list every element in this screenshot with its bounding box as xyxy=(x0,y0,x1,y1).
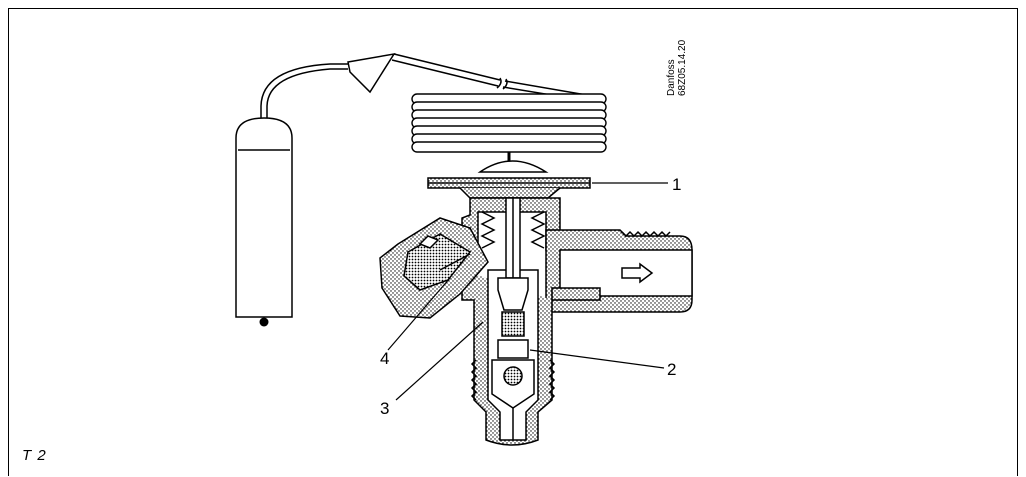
callout-leaders xyxy=(387,182,668,401)
callout-4: 4 xyxy=(380,349,389,368)
diaphragm-head xyxy=(427,160,591,199)
sensing-bulb xyxy=(235,117,293,327)
adjustment-spindle xyxy=(379,217,489,319)
callout-3: 3 xyxy=(380,399,389,418)
callout-2: 2 xyxy=(667,360,676,379)
drawing-code-number: 68Z05.14.20 xyxy=(677,39,688,96)
capillary-coil xyxy=(411,93,607,168)
drawing-code: Danfoss 68Z05.14.20 xyxy=(666,39,688,96)
figure-frame xyxy=(8,8,1018,476)
capillary-tube xyxy=(260,52,605,118)
valve-body xyxy=(461,197,693,446)
drawing-code-brand: Danfoss xyxy=(666,59,677,96)
callout-1: 1 xyxy=(672,175,681,194)
figure-label: T 2 xyxy=(22,447,47,464)
